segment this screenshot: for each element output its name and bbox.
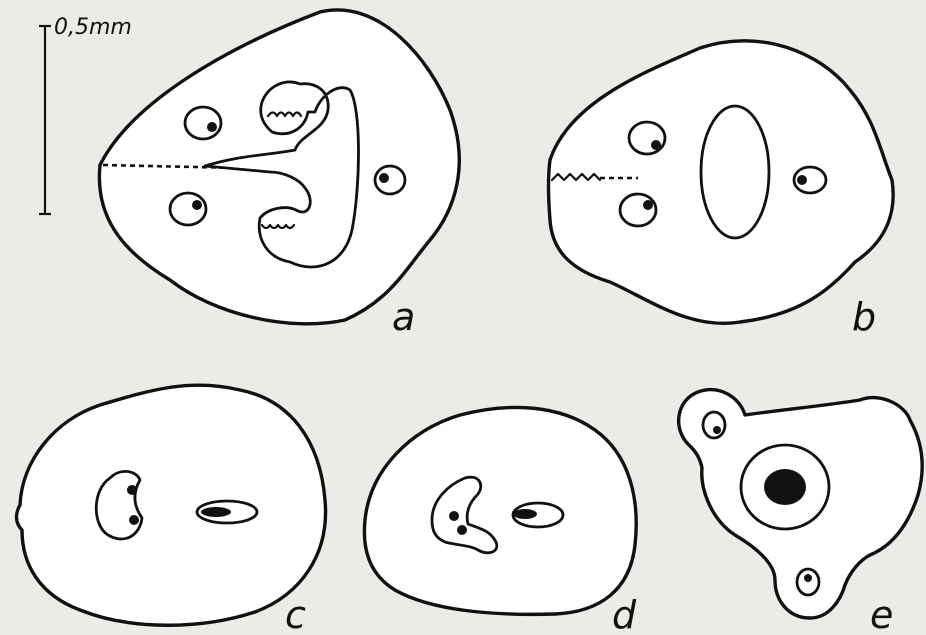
pore-b-3 bbox=[794, 167, 826, 193]
panel-label-e: e bbox=[870, 593, 893, 635]
pore-a-2 bbox=[170, 193, 206, 225]
pore-b-1 bbox=[629, 122, 665, 154]
panel-d: d bbox=[364, 407, 637, 635]
panel-e: e bbox=[679, 390, 923, 635]
pore-e-2 bbox=[797, 569, 819, 595]
panel-b: b bbox=[549, 41, 894, 339]
aperture-e bbox=[741, 445, 829, 529]
aperture-c-right bbox=[197, 501, 257, 523]
pore-a-3 bbox=[375, 166, 405, 194]
panel-label-b: b bbox=[852, 295, 876, 339]
panel-c: c bbox=[17, 385, 326, 635]
aperture-b bbox=[701, 106, 769, 238]
panel-label-d: d bbox=[612, 593, 637, 635]
outline-c bbox=[17, 385, 326, 625]
aperture-d-right bbox=[513, 503, 563, 527]
panel-a: a bbox=[99, 10, 459, 339]
pore-a-1 bbox=[185, 107, 221, 139]
scale-bar-label: 0,5mm bbox=[54, 15, 132, 40]
panel-label-c: c bbox=[285, 593, 306, 635]
panel-label-a: a bbox=[392, 295, 415, 339]
pore-e-1 bbox=[703, 412, 725, 438]
pore-b-2 bbox=[620, 194, 656, 226]
outline-d bbox=[364, 407, 636, 614]
